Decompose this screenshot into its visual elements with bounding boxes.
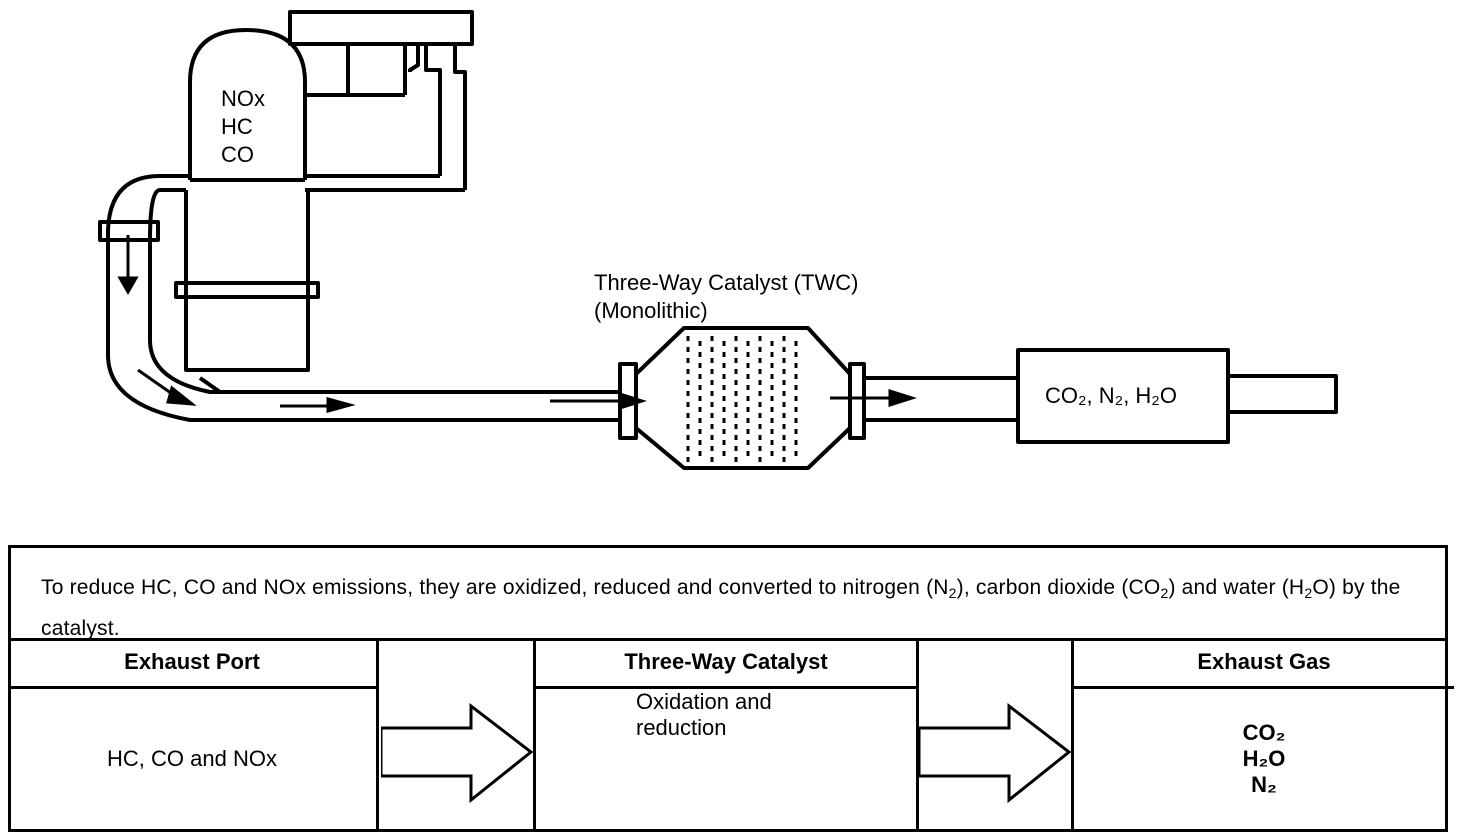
column-content: HC, CO and NOx — [107, 746, 277, 771]
catalyst-label: Three-Way Catalyst (TWC) — [594, 270, 858, 295]
intake-runner — [305, 44, 420, 97]
exhaust-manifold — [160, 174, 465, 192]
column-header: Exhaust Gas — [1074, 638, 1454, 689]
engine-gas-label: CO — [221, 142, 254, 167]
engine-block — [188, 28, 307, 180]
process-arrow-icon — [919, 702, 1072, 804]
intake-manifold — [288, 10, 474, 46]
catalyst-process-table: To reduce HC, CO and NOx emissions, they… — [8, 545, 1454, 832]
column-content: Oxidation and reduction — [636, 689, 772, 740]
engine-gas-label: HC — [221, 114, 253, 139]
tailpipe — [1228, 374, 1338, 414]
table-divider — [11, 638, 1445, 641]
three-way-catalyst-column: Three-Way Catalyst Oxidation and reducti… — [533, 638, 919, 829]
exhaust-gas-column: Exhaust Gas CO₂ H₂O N₂ — [1071, 638, 1454, 829]
engine-gas-label: NOx — [221, 86, 265, 111]
muffler-label: CO₂, N₂, H₂O — [1045, 383, 1177, 408]
exhaust-port-column: Exhaust Port HC, CO and NOx — [8, 638, 379, 829]
column-content: CO₂ H₂O N₂ — [1242, 720, 1286, 797]
three-way-catalyst — [634, 326, 852, 470]
muffler — [1016, 348, 1230, 444]
catalyst-monolith-pattern — [686, 336, 798, 462]
column-header: Three-Way Catalyst — [536, 638, 916, 689]
exhaust-system-diagram: NOx HC CO Three-Way Catalyst (TWC) (Mono… — [98, 10, 1338, 470]
process-arrow-icon — [381, 702, 534, 804]
catalyst-label-sub: (Monolithic) — [594, 298, 708, 323]
engine-body — [184, 190, 310, 372]
description-text: To reduce HC, CO and NOx emissions, they… — [41, 576, 1401, 640]
twc-outlet-flange — [848, 362, 866, 440]
column-header: Exhaust Port — [8, 638, 376, 689]
